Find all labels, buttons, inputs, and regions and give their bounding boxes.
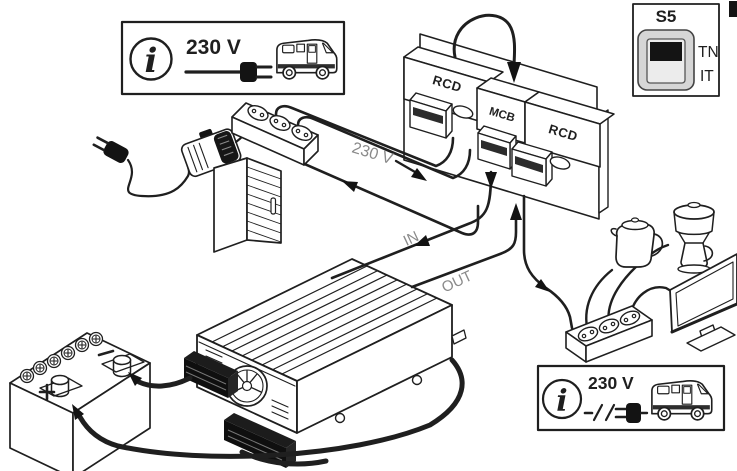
arrowhead-negative bbox=[128, 372, 142, 386]
strip-feed-cable bbox=[232, 131, 480, 236]
arrowhead-in-flow bbox=[414, 235, 430, 246]
selector-label: S5 bbox=[656, 7, 677, 26]
dip-switch-icon bbox=[637, 29, 695, 91]
arrowhead-out-up bbox=[510, 203, 522, 220]
tv-icon bbox=[669, 253, 737, 352]
svg-text:i: i bbox=[556, 384, 567, 419]
rcd-right-body bbox=[524, 101, 601, 168]
page-edge-mark bbox=[729, 1, 737, 17]
inverter bbox=[184, 258, 467, 468]
inverter-side bbox=[296, 304, 453, 434]
tv-base bbox=[686, 326, 736, 352]
info-icon: i bbox=[129, 37, 173, 81]
ac-in-cable: IN bbox=[330, 170, 497, 280]
arrowhead-to-strip bbox=[342, 181, 358, 192]
in-label: IN bbox=[401, 228, 422, 250]
mains-plug bbox=[92, 136, 191, 198]
breaker-panel: RCD MCB RCD bbox=[403, 33, 615, 220]
battery-side bbox=[72, 362, 151, 471]
info-box-inverter-power: i 230 V bbox=[536, 364, 726, 432]
info-icon: i bbox=[541, 378, 583, 420]
plug-icon bbox=[184, 62, 273, 82]
inverter-voltage-label: 230 V bbox=[588, 373, 634, 393]
plug-cord bbox=[126, 158, 191, 198]
arrowhead-in-down bbox=[485, 172, 497, 189]
info-box-shore-power: i 230 V bbox=[120, 20, 346, 96]
arrowhead-positive bbox=[72, 404, 84, 420]
svg-text:i: i bbox=[145, 41, 158, 81]
rcd-right-test-button bbox=[549, 156, 571, 170]
rcd-left-test-button bbox=[452, 105, 474, 119]
fridge-icon bbox=[213, 157, 282, 253]
cooling-fins bbox=[211, 265, 438, 375]
minus-mark bbox=[97, 349, 115, 357]
dc-cable-negative bbox=[136, 375, 193, 389]
fridge-handle bbox=[270, 197, 277, 215]
selector-position-tn: TN bbox=[698, 44, 719, 61]
dc-cable-positive bbox=[77, 357, 465, 459]
vent-slots bbox=[271, 399, 289, 420]
power-strip-left bbox=[231, 102, 319, 166]
mount-foot bbox=[411, 374, 423, 386]
mcb-toggle bbox=[477, 125, 517, 170]
coffee-maker-icon bbox=[673, 201, 715, 274]
camper-van-icon bbox=[276, 39, 338, 80]
rcd-left-toggle bbox=[409, 92, 453, 139]
camper-van-icon bbox=[651, 380, 713, 421]
selector-position-it: IT bbox=[700, 68, 714, 85]
kettle-icon bbox=[610, 217, 664, 268]
power-strip-right bbox=[565, 305, 653, 363]
dc-cables bbox=[72, 357, 465, 467]
mount-bracket bbox=[451, 329, 467, 345]
mount-foot bbox=[334, 412, 346, 424]
dc-terminal-block-top bbox=[184, 351, 238, 398]
battery-terminal-positive bbox=[50, 374, 70, 398]
battery bbox=[9, 331, 151, 471]
output-feed-cable bbox=[522, 194, 574, 330]
mcb-arrow bbox=[452, 13, 521, 83]
rcd-right-toggle bbox=[511, 141, 553, 187]
arrowhead-feed bbox=[535, 279, 550, 292]
mode-selector-box: S5 TN IT bbox=[632, 3, 720, 97]
battery-caps bbox=[19, 331, 104, 384]
out-label: OUT bbox=[439, 268, 475, 297]
plus-mark bbox=[38, 383, 56, 401]
battery-front bbox=[9, 382, 74, 471]
plug-disconnected-icon bbox=[583, 403, 649, 423]
shore-voltage-label: 230 V bbox=[186, 36, 241, 59]
